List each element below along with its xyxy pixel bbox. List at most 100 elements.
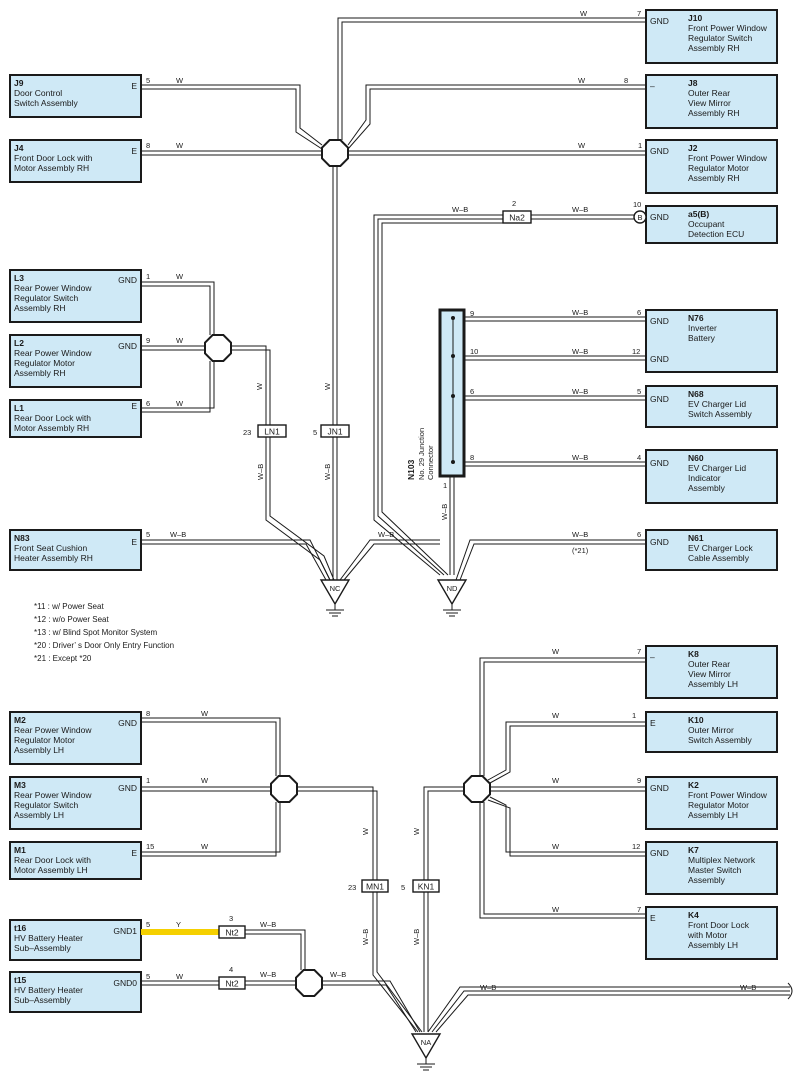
pin-number: 10 (633, 200, 641, 209)
shield-mark-label: B (637, 213, 642, 222)
component-name-n68: EV Charger Lid (688, 399, 746, 409)
component-name-k7: Multiplex Network (688, 855, 756, 865)
pin-number: 1 (638, 141, 642, 150)
wire-n83 (141, 539, 331, 581)
wire-t-na (322, 980, 421, 1033)
pin-number: 5 (313, 428, 317, 437)
component-name-k2: Regulator Motor (688, 800, 749, 810)
component-name-j10: Assembly RH (688, 43, 739, 53)
wire-k4 (479, 802, 646, 919)
wire-color: W–B (440, 504, 449, 520)
pin-number: 6 (637, 530, 641, 539)
component-name-k4: Front Door Lock (688, 920, 750, 930)
wire-long-b (431, 990, 790, 1033)
component-code-n76: N76 (688, 313, 704, 323)
wire-k10 (487, 721, 646, 781)
component-code-k2: K2 (688, 780, 699, 790)
ground-na: NA (410, 1033, 442, 1071)
component-name-a5b: Occupant (688, 219, 725, 229)
component-n68 (645, 385, 778, 428)
component-name-t15: HV Battery Heater (14, 985, 83, 995)
component-name-j4: Front Door Lock with (14, 153, 93, 163)
wire-color: W–B (378, 530, 394, 539)
component-k7 (645, 841, 778, 895)
component-name-n60: Assembly (688, 483, 726, 493)
component-name-j9: Switch Assembly (14, 98, 79, 108)
component-j9 (9, 74, 142, 118)
component-n61 (645, 529, 778, 571)
component-a5b (645, 205, 778, 244)
wire-color: W (552, 776, 560, 785)
connector-mn1 (361, 879, 389, 893)
wire-color: W (176, 272, 184, 281)
component-code-n83: N83 (14, 533, 30, 543)
component-n83 (9, 529, 142, 571)
wire-color: W (201, 776, 209, 785)
pin-number: 5 (637, 387, 641, 396)
pin-number: 5 (146, 972, 150, 981)
wire-k8 (479, 657, 646, 776)
component-code-m1: M1 (14, 845, 26, 855)
wire-color: W (361, 827, 370, 835)
wire-color: W–B (256, 464, 265, 480)
wire-l1 (141, 361, 215, 409)
wire-color: W (580, 9, 588, 18)
connector-ln1-label: LN1 (264, 427, 280, 437)
jc-name: Connector (426, 445, 435, 480)
wire-color: W (176, 336, 184, 345)
pin-number: 1 (146, 272, 150, 281)
pin-label-k7: GND (650, 848, 669, 858)
wire-color: W–B (330, 970, 346, 979)
component-name-m2: Regulator Motor (14, 735, 75, 745)
pin-label-n60: GND (650, 458, 669, 468)
component-name-l2: Assembly RH (14, 368, 65, 378)
component-name-k4: Assembly LH (688, 940, 738, 950)
wire-long-c (435, 994, 790, 1033)
component-name-t16: Sub–Assembly (14, 943, 71, 953)
component-code-j10: J10 (688, 13, 702, 23)
pin-label-j2: GND (650, 146, 669, 156)
wire-color: W–B (170, 530, 186, 539)
ground-na-label: NA (421, 1038, 431, 1047)
component-j8 (645, 74, 778, 129)
wire-color: W–B (572, 530, 588, 539)
pin-label-j10: GND (650, 16, 669, 26)
wire-color: W–B (572, 453, 588, 462)
splice-point-l (204, 334, 232, 362)
wire-m1-b (141, 802, 277, 857)
pin-label-n76: GND (650, 316, 669, 326)
jc-code: N103 (406, 459, 416, 480)
wire-j8 (347, 84, 646, 146)
component-name-n61: EV Charger Lock (688, 543, 753, 553)
component-code-l1: L1 (14, 403, 24, 413)
component-n76 (645, 309, 778, 373)
wire-mn1-na-b (376, 892, 423, 1033)
component-code-k7: K7 (688, 845, 699, 855)
wire-mn1 (297, 786, 374, 880)
wire-n61 (455, 539, 646, 581)
wire-nc-nd (339, 539, 440, 581)
wire-color: W (552, 905, 560, 914)
pin-number: 8 (146, 709, 150, 718)
component-code-t15: t15 (14, 975, 27, 985)
pin-number: 23 (243, 428, 251, 437)
component-name-j9: Door Control (14, 88, 62, 98)
connector-na2-label: Na2 (509, 213, 525, 223)
pin-number: 5 (146, 530, 150, 539)
component-name-k2: Assembly LH (688, 810, 738, 820)
wire-color: W (578, 76, 586, 85)
conditional-note: (*21) (572, 546, 589, 555)
wire-j10 (337, 17, 646, 140)
wire-color: W (552, 647, 560, 656)
component-code-j4: J4 (14, 143, 24, 153)
connector-nt2-b-label: Nt2 (225, 979, 239, 989)
component-name-m1: Rear Door Lock with (14, 855, 91, 865)
component-name-k4: with Motor (687, 930, 727, 940)
component-code-k10: K10 (688, 715, 704, 725)
connector-jn1-label: JN1 (327, 427, 342, 437)
pin-number: 7 (637, 647, 641, 656)
wire-color: W–B (361, 929, 370, 945)
component-code-k8: K8 (688, 649, 699, 659)
pin-label-t16: GND1 (113, 926, 137, 936)
